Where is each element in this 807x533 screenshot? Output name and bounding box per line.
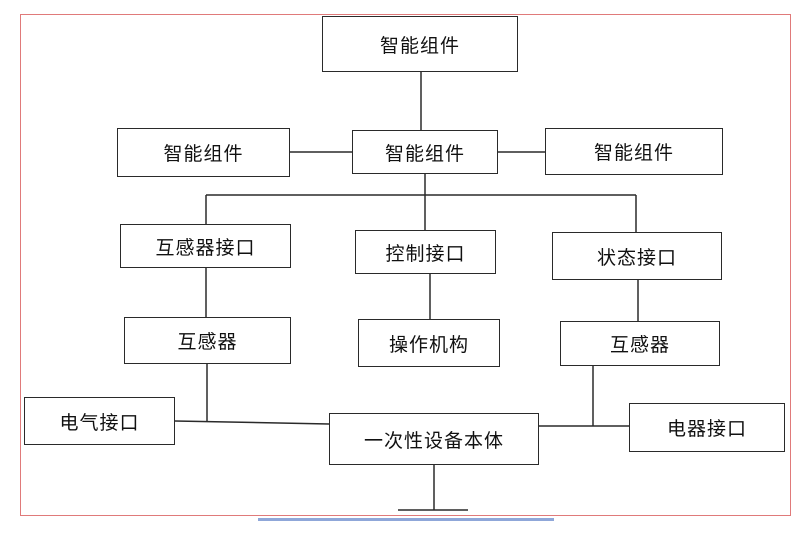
- node-status-interface: 状态接口: [552, 232, 722, 280]
- diagram-frame: [20, 14, 791, 516]
- line-electric-to-primary: [174, 420, 330, 425]
- node-electric-interface: 电气接口: [24, 397, 175, 445]
- node-appliance-interface: 电器接口: [629, 403, 785, 452]
- node-left-interface: 互感器接口: [120, 224, 291, 268]
- node-left-transformer: 互感器: [124, 317, 291, 364]
- node-mechanism: 操作机构: [358, 319, 500, 367]
- node-center-component: 智能组件: [352, 130, 498, 174]
- node-primary-equipment: 一次性设备本体: [329, 413, 539, 465]
- node-control-interface: 控制接口: [355, 230, 496, 274]
- bottom-accent-strip: [258, 518, 554, 521]
- node-right-transformer: 互感器: [560, 321, 720, 366]
- node-left-component: 智能组件: [117, 128, 290, 177]
- node-top-component: 智能组件: [322, 16, 518, 72]
- node-right-component: 智能组件: [545, 128, 723, 175]
